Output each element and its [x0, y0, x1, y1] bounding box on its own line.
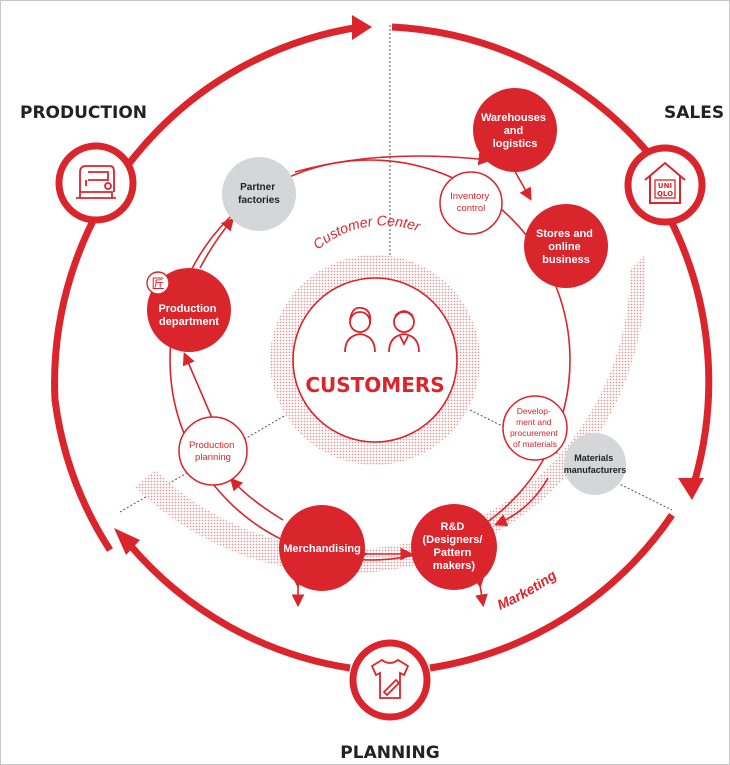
- node-rnd[interactable]: R&D (Designers/ Pattern makers): [411, 504, 497, 590]
- customers-icon: [344, 306, 420, 353]
- planning-section-icon[interactable]: [349, 639, 431, 721]
- node-inventory-control[interactable]: Inventory control: [439, 171, 503, 235]
- svg-text:Develop- ment and: Develop- ment and procurement of materia…: [510, 406, 560, 449]
- svg-text:Production department: Production department: [158, 303, 219, 328]
- svg-text:Partner factories: Partner factories: [238, 182, 280, 206]
- planning-title: PLANNING: [340, 743, 439, 763]
- node-development-procurement[interactable]: Develop- ment and procurement of materia…: [502, 395, 568, 461]
- arrowhead-top: [352, 15, 372, 40]
- node-partner-factories[interactable]: Partner factories: [222, 157, 296, 231]
- customers-title: CUSTOMERS: [305, 373, 444, 397]
- customer-center-label: Customer Center: [310, 212, 424, 252]
- outer-cycle-arc-top: [391, 23, 653, 158]
- node-merchandising[interactable]: Merchandising: [279, 505, 365, 591]
- production-section-icon[interactable]: [55, 142, 137, 224]
- sales-title: SALES: [664, 103, 724, 123]
- sewing-machine-icon: [76, 165, 116, 199]
- connectors: [182, 152, 549, 608]
- svg-text:Inventory control: Inventory control: [450, 191, 492, 214]
- node-materials-manufacturers[interactable]: Materials manufacturers: [564, 433, 627, 495]
- outer-cycle-arc-right: [664, 213, 713, 481]
- node-stores-online[interactable]: Stores and online business: [524, 204, 608, 288]
- outer-cycle-arc-bottom-left: [127, 542, 351, 672]
- svg-text:Warehouses and log: Warehouses and logistics: [481, 112, 549, 150]
- svg-text:Merchandising: Merchandising: [283, 543, 361, 555]
- marketing-label: Marketing: [495, 566, 560, 612]
- svg-text:R&D (Designers/ Pa: R&D (Designers/ Pattern makers): [423, 521, 486, 572]
- production-title: PRODUCTION: [20, 103, 147, 123]
- svg-text:Stores and online: Stores and online business: [536, 228, 596, 266]
- outer-cycle-arc-bottom-right: [429, 513, 675, 672]
- svg-text:UNI: UNI: [658, 182, 672, 190]
- sales-section-icon[interactable]: UNI QLO: [624, 144, 706, 226]
- arrowhead-right: [678, 478, 704, 500]
- customer-center-core: [292, 277, 458, 443]
- svg-text:Production planning: Production planning: [189, 440, 237, 463]
- svg-text:匠: 匠: [151, 277, 164, 292]
- svg-text:Materials manufacturers: Materials manufacturers: [564, 453, 627, 475]
- takumi-badge: 匠: [146, 271, 170, 295]
- node-production-planning[interactable]: Production planning: [178, 416, 248, 486]
- svg-text:QLO: QLO: [657, 190, 673, 198]
- node-warehouses-logistics[interactable]: Warehouses and logistics: [473, 88, 557, 172]
- arrowhead-left: [114, 528, 140, 555]
- tshirt-pencil-icon: [370, 658, 410, 699]
- outer-cycle-arc-left: [51, 23, 361, 552]
- uniqlo-store-icon: UNI QLO: [644, 161, 686, 204]
